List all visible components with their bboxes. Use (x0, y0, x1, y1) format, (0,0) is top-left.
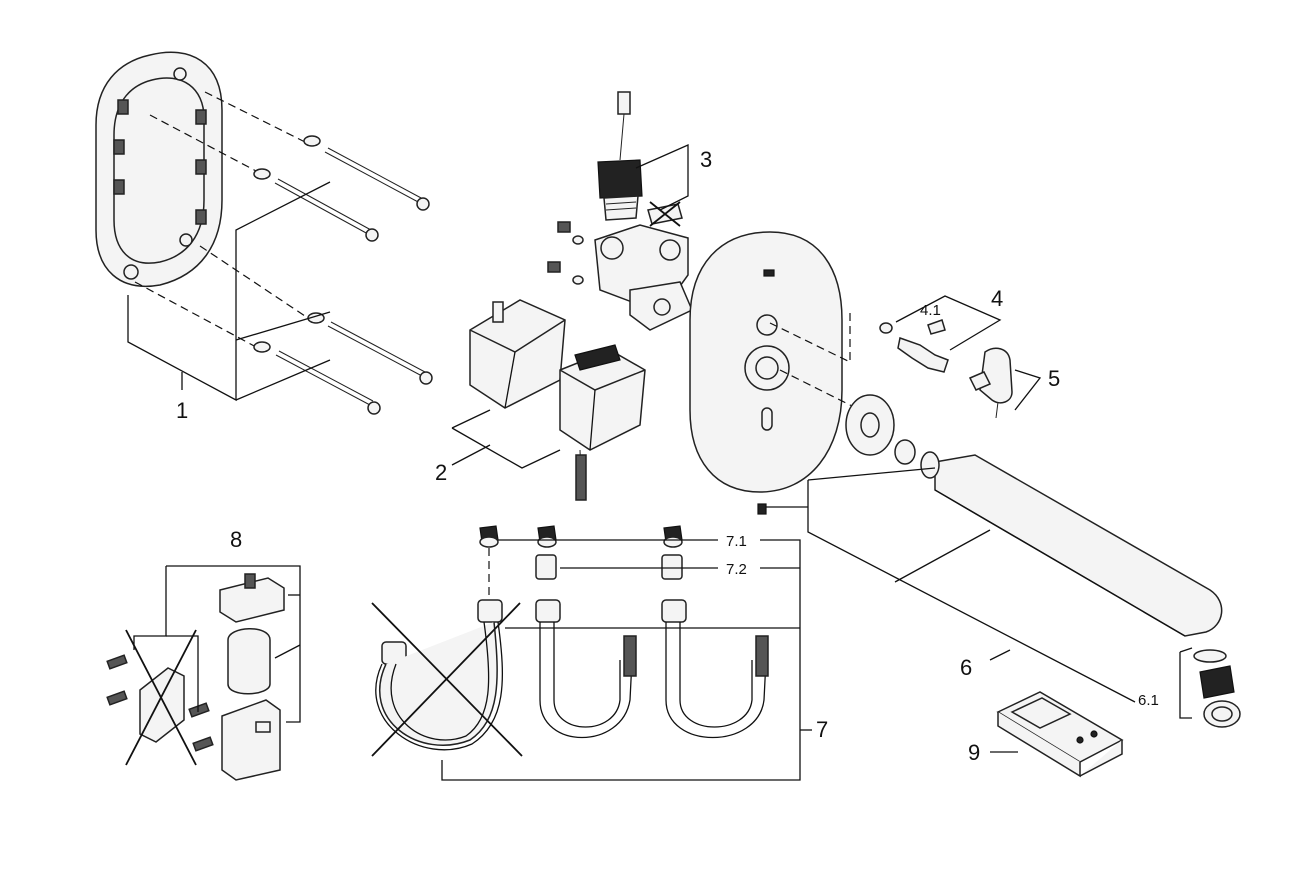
label-part-7: 7 (816, 717, 828, 742)
aerator (1193, 649, 1241, 728)
cover-plate (689, 231, 843, 515)
mounting-screws (253, 135, 433, 415)
label-part-7-2: 7.2 (726, 561, 747, 578)
label-part-3: 3 (700, 147, 712, 172)
mounting-frame (95, 51, 223, 287)
label-part-8: 8 (230, 527, 242, 552)
label-part-4-1: 4.1 (920, 302, 941, 319)
label-part-7-1: 7.1 (726, 533, 747, 550)
lever-handle (968, 347, 1013, 419)
label-part-6: 6 (960, 655, 972, 680)
valve-body (547, 221, 693, 331)
label-part-5: 5 (1048, 366, 1060, 391)
label-part-1: 1 (176, 398, 188, 423)
label-part-4: 4 (991, 286, 1003, 311)
solenoid-valve (597, 91, 683, 227)
hose-set (375, 525, 769, 751)
bracket-kit (106, 573, 285, 781)
spout (920, 451, 1223, 637)
remote-control (996, 691, 1124, 778)
label-part-6-1: 6.1 (1138, 692, 1159, 709)
rosette (845, 394, 916, 465)
label-part-9: 9 (968, 740, 980, 765)
label-part-2: 2 (435, 460, 447, 485)
sensor-set (879, 319, 949, 373)
electronic-box (469, 299, 646, 501)
